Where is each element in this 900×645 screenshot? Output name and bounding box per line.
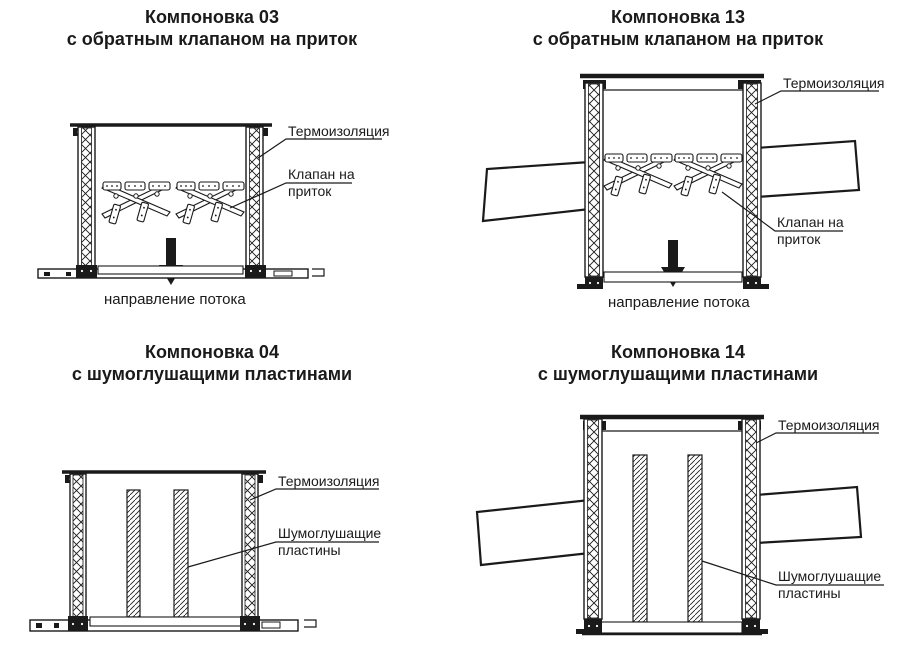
panel-14-insulation-column-left: [583, 418, 603, 620]
panel-13-duct-right: [754, 139, 861, 199]
panel-03-title-line1: Компоновка 03: [145, 7, 279, 27]
panel-13-title-line1: Компоновка 13: [611, 7, 745, 27]
panel-04-title: Компоновка 04 с шумоглушащими пластинами: [40, 341, 384, 385]
panel-04-label-insulation: Термоизоляция: [278, 473, 380, 489]
panel-03-drawing: [37, 123, 382, 285]
panel-13-label-insulation: Термоизоляция: [783, 75, 885, 91]
panel-04-title-line1: Компоновка 04: [145, 342, 279, 362]
panel-03-insulation-column-right: [245, 126, 264, 270]
panel-03-label-valve: Клапан на приток: [288, 166, 355, 199]
panel-13-drawing: [481, 73, 879, 289]
panel-14-silencer-plate-1: [632, 454, 648, 623]
panel-13-insulation-column-right: [742, 82, 762, 278]
panel-04-title-line2: с шумоглушащими пластинами: [71, 364, 353, 384]
panel-03-valve-leader: [229, 182, 352, 209]
panel-03-title: Компоновка 03 с обратным клапаном на при…: [40, 6, 384, 50]
panel-14-silencer-plate-2: [687, 454, 703, 623]
panel-04-plates-leader: [187, 541, 379, 568]
panel-04-base: [29, 616, 317, 632]
panel-13-insulation-leader: [754, 90, 879, 105]
panel-14-duct-left: [475, 498, 592, 567]
panel-13-inlet-valve: [603, 153, 743, 197]
panel-13-base: [577, 271, 769, 289]
panel-03-insulation-leader: [257, 138, 382, 159]
panel-14-drawing: [475, 414, 884, 636]
panel-14-duct-right: [754, 485, 863, 545]
panel-13-insulation-column-left: [584, 82, 604, 278]
panel-03-insulation-column-left: [77, 126, 96, 270]
panel-04-silencer-plate-1: [126, 489, 141, 618]
panel-04-insulation-column-right: [241, 473, 259, 621]
panel-04-label-plates: Шумоглушащие пластины: [278, 525, 382, 558]
panel-03-label-insulation: Термоизоляция: [288, 123, 390, 139]
panel-04-drawing: [29, 470, 379, 632]
panel-03-base: [37, 265, 325, 279]
panel-14-title-line1: Компоновка 14: [611, 342, 745, 362]
panel-14-base: [576, 619, 768, 636]
panel-14-insulation-column-right: [741, 418, 761, 620]
panel-13-label-valve: Клапан на приток: [777, 214, 844, 247]
panel-14-label-insulation: Термоизоляция: [778, 417, 880, 433]
panel-13-title-line2: с обратным клапаном на приток: [532, 29, 824, 49]
panel-13-flow-caption: направление потока: [608, 294, 750, 311]
panel-04-insulation-column-left: [69, 473, 87, 621]
panel-14-insulation-leader: [755, 432, 879, 444]
panel-13-title: Компоновка 13 с обратным клапаном на при…: [506, 6, 850, 50]
panel-13-valve-leader: [721, 191, 843, 232]
panel-03-inlet-valve: [101, 181, 245, 225]
panel-04-silencer-plate-2: [173, 489, 189, 618]
panel-14-label-plates: Шумоглушащие пластины: [778, 568, 882, 601]
panel-14-title: Компоновка 14 с шумоглушащими пластинами: [506, 341, 850, 385]
panel-13-duct-left: [481, 160, 592, 223]
panel-14-plates-leader: [701, 560, 884, 586]
panel-03-title-line2: с обратным клапаном на приток: [66, 29, 358, 49]
panel-03-flow-caption: направление потока: [104, 291, 246, 308]
panel-04-insulation-leader: [249, 488, 379, 501]
panel-14-title-line2: с шумоглушащими пластинами: [537, 364, 819, 384]
